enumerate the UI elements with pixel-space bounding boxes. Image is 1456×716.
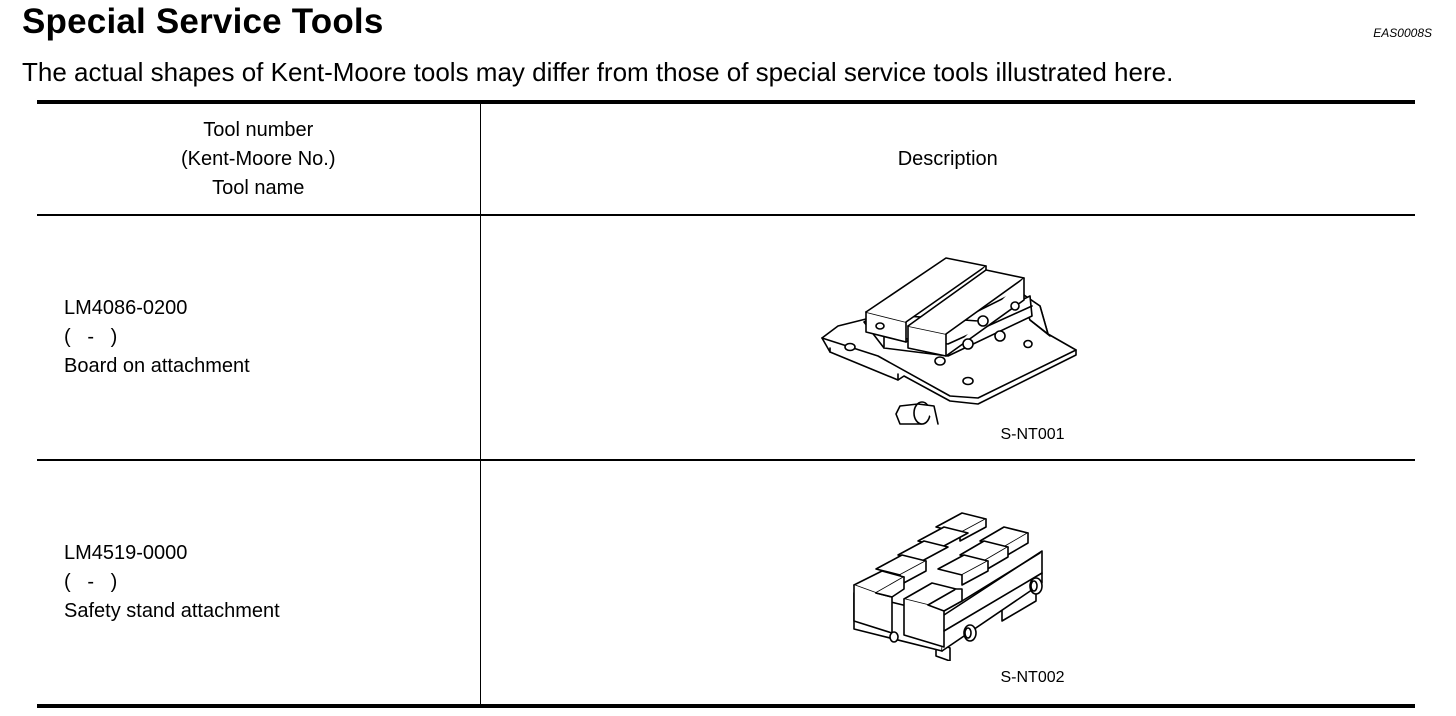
safety-stand-attachment-illustration [852,512,1043,661]
board-on-attachment-illustration [820,257,1077,425]
description-cell: S-NT002 [479,460,1415,706]
header-tool-name: Tool name [212,176,305,199]
description-cell: S-NT001 [479,215,1415,461]
intro-text: The actual shapes of Kent-Moore tools ma… [22,57,1174,87]
figure-code: S-NT001 [1000,426,1065,443]
tool-number: LM4519-0000 [64,542,188,564]
figure-code: S-NT002 [1000,669,1065,686]
tool-name: Safety stand attachment [64,600,280,622]
tool-name: Board on attachment [64,355,250,377]
special-service-tools-table: Tool number (Kent-Moore No.) Tool name D… [37,100,1415,708]
header-tool-number: Tool number [203,118,314,141]
kent-moore-number: ( - ) [64,571,118,593]
tool-column-header: Tool number (Kent-Moore No.) Tool name [37,102,480,216]
description-column-header: Description [479,102,1415,216]
tool-info-cell: LM4519-0000 ( - ) Safety stand attachmen… [37,460,480,706]
table-row: LM4519-0000 ( - ) Safety stand attachmen… [37,460,1415,706]
document-code: EAS0008S [1373,26,1432,40]
kent-moore-number: ( - ) [64,326,118,348]
table-row: LM4086-0200 ( - ) Board on attachment [37,215,1415,461]
page-title: Special Service Tools [22,2,384,41]
header-kent-moore-no: (Kent-Moore No.) [181,147,336,170]
tool-number: LM4086-0200 [64,297,188,319]
table-header-row: Tool number (Kent-Moore No.) Tool name D… [37,102,1415,216]
tool-info-cell: LM4086-0200 ( - ) Board on attachment [37,215,480,461]
